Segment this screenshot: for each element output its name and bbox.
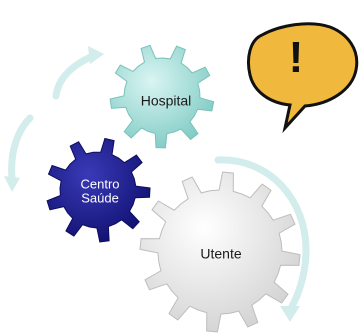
cycle-arrows — [8, 52, 310, 314]
hospital-label: Hospital — [140, 92, 192, 109]
cycle-arrowheads — [4, 46, 300, 322]
cycle-arrow-2 — [8, 114, 34, 182]
centro-saude-label-line-1: Centro — [80, 176, 120, 192]
centro-saude-gear — [46, 137, 151, 243]
utente-label: Utente — [200, 245, 242, 262]
cycle-arrow-1 — [52, 52, 97, 100]
centro-saude-label: Centro Saúde — [80, 177, 119, 204]
cycle-arrowhead-1 — [88, 46, 104, 64]
centro-saude-label-line-2: Saúde — [81, 190, 119, 205]
exclamation-icon: ! — [288, 33, 304, 82]
cycle-arrowhead-3 — [280, 306, 300, 322]
utente-gear — [139, 171, 301, 333]
cycle-arrowhead-2 — [4, 176, 20, 192]
alert-bubble — [247, 22, 359, 134]
cycle-arrow-3 — [214, 156, 310, 314]
hospital-gear — [109, 44, 215, 149]
